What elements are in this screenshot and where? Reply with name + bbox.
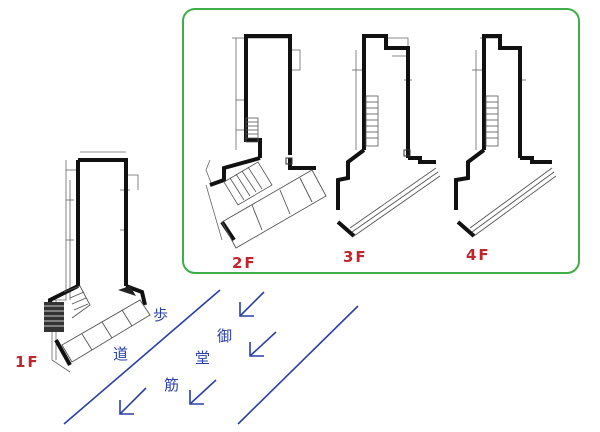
floor-label-4f: 4F [466,246,491,264]
stair-1f [44,302,64,332]
direction-arrows [119,291,277,415]
street-lines [63,289,359,425]
walkway-char: 歩 [153,306,169,324]
road-name-char: 御 [217,327,233,345]
road-name-char: 筋 [164,376,180,394]
floor-plan-3f [336,34,441,238]
floor-label-3f: 3F [343,248,368,266]
floor-plan-2f [205,34,327,249]
stair-3f [365,95,379,147]
arrow-down-left-icon [239,291,265,317]
stair-2f [223,117,273,206]
arrow-down-left-icon [119,387,147,415]
upper-floors-frame [182,8,580,274]
floor-label-2f: 2F [232,254,257,272]
floor-label-1f: 1F [15,353,40,371]
arrow-down-left-icon [189,379,217,405]
floor-plan-4f [454,34,557,238]
street-line-left [63,289,221,425]
stair-4f [485,95,499,147]
floor-plan-1f [44,151,151,373]
arrow-down-left-icon [249,331,277,357]
walkway-char: 道 [113,345,129,363]
street-line-right [237,305,359,425]
road-name-char: 堂 [195,349,211,367]
